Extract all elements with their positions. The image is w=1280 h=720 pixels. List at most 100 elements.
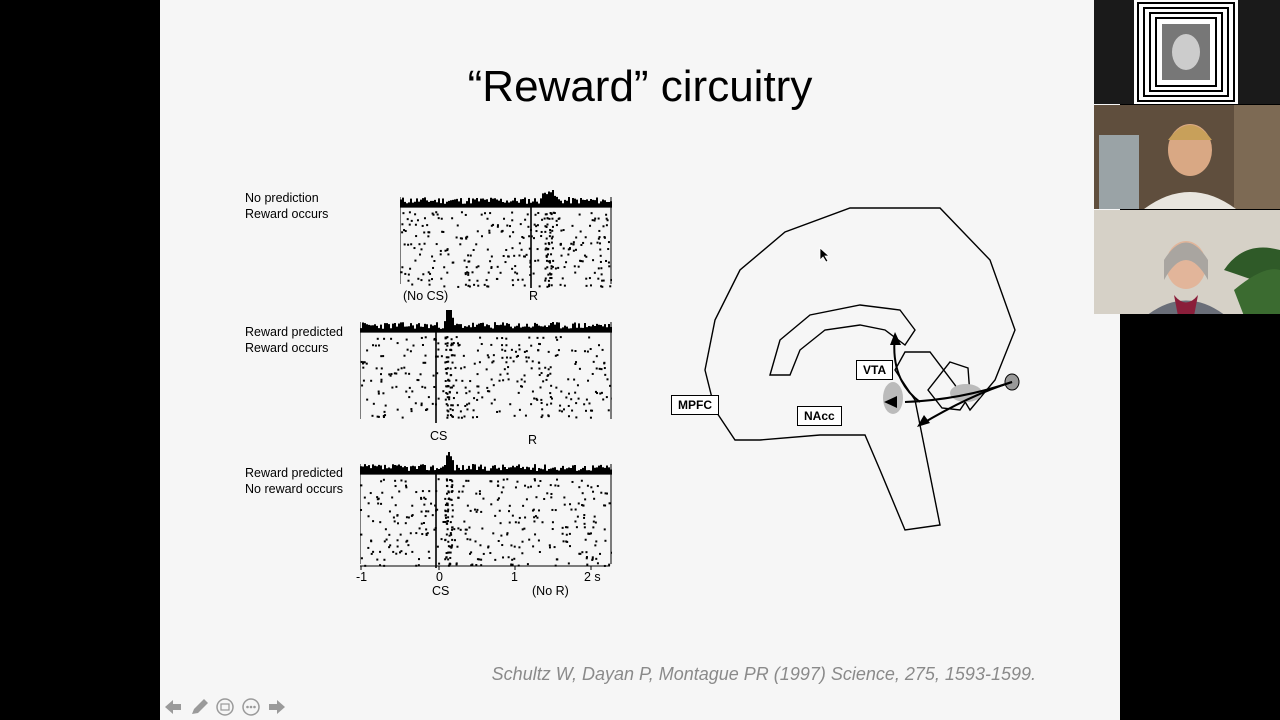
- spike-dot: [451, 509, 454, 512]
- spike-dot: [401, 266, 404, 269]
- spike-dot: [457, 527, 460, 530]
- pen-icon[interactable]: [188, 697, 210, 717]
- spike-dot: [421, 224, 424, 227]
- arrow-right-icon[interactable]: [266, 697, 288, 717]
- spike-dot: [420, 522, 423, 525]
- spike-dot: [516, 480, 519, 483]
- spike-dot: [550, 267, 553, 270]
- spike-dot: [515, 355, 518, 358]
- spike-dot: [408, 223, 411, 226]
- spike-dot: [567, 562, 570, 565]
- spike-dot: [582, 241, 585, 244]
- spike-dot: [550, 384, 553, 387]
- spike-dot: [549, 396, 552, 399]
- spike-dot: [431, 278, 434, 281]
- spike-dot: [592, 520, 595, 523]
- spike-dot: [525, 356, 528, 359]
- spike-dot: [444, 497, 447, 500]
- spike-dot: [444, 336, 447, 339]
- more-icon[interactable]: [240, 697, 262, 717]
- spike-dot: [552, 211, 555, 214]
- spike-dot: [383, 337, 386, 340]
- video-tile-participant-2[interactable]: [1094, 105, 1280, 209]
- spike-dot: [476, 398, 479, 401]
- spike-dot: [424, 336, 427, 339]
- spike-dot: [563, 266, 566, 269]
- spike-dot: [517, 354, 520, 357]
- spike-dot: [585, 255, 588, 258]
- spike-dot: [546, 217, 549, 220]
- axis-tick-minus1: -1: [356, 570, 368, 584]
- spike-dot: [550, 237, 553, 240]
- spike-dot: [547, 368, 550, 371]
- spike-dot: [589, 532, 592, 535]
- spike-dot: [559, 242, 562, 245]
- spike-dot: [445, 372, 448, 375]
- spike-dot: [433, 386, 436, 389]
- spike-dot: [398, 551, 401, 554]
- spike-dot: [396, 408, 399, 411]
- arrowhead-mpfc: [884, 396, 897, 408]
- spike-dot: [428, 490, 431, 493]
- spike-dot: [445, 367, 448, 370]
- spike-dot: [461, 490, 464, 493]
- spike-dot: [492, 384, 495, 387]
- spike-dot: [557, 266, 560, 269]
- spike-dot: [496, 225, 499, 228]
- spike-dot: [476, 349, 479, 352]
- spike-dot: [599, 392, 602, 395]
- panel1-label-line1: No prediction: [245, 191, 319, 205]
- spike-dot: [378, 344, 381, 347]
- spike-dot: [532, 272, 535, 275]
- spike-dot: [451, 480, 454, 483]
- spike-dot: [591, 558, 594, 561]
- spike-dot: [447, 356, 450, 359]
- panel3-label-line1: Reward predicted: [245, 466, 343, 480]
- spike-dot: [486, 285, 489, 288]
- spike-dot: [490, 266, 493, 269]
- spike-dot: [555, 336, 558, 339]
- spike-dot: [459, 243, 462, 246]
- spike-dot: [494, 514, 497, 517]
- spike-dot: [544, 225, 547, 228]
- spike-dot: [476, 373, 479, 376]
- spike-dot: [447, 516, 450, 519]
- slide-title: “Reward” circuitry: [467, 62, 813, 111]
- spike-dot: [499, 522, 502, 525]
- spike-dot: [391, 496, 394, 499]
- spike-dot: [446, 520, 449, 523]
- spike-dot: [497, 540, 500, 543]
- spike-dot: [464, 272, 467, 275]
- spike-dot: [467, 284, 470, 287]
- spike-dot: [596, 241, 599, 244]
- video-tile-participant-3[interactable]: [1094, 210, 1280, 314]
- slides-icon[interactable]: [214, 697, 236, 717]
- arrow-left-icon[interactable]: [162, 697, 184, 717]
- spike-dot: [555, 386, 558, 389]
- spike-dot: [509, 403, 512, 406]
- axis-tick-0: 0: [436, 570, 443, 584]
- spike-dot: [408, 396, 411, 399]
- spike-dot: [506, 478, 509, 481]
- spike-dot: [501, 356, 504, 359]
- video-tile-participant-1[interactable]: [1094, 0, 1280, 104]
- spike-dot: [501, 337, 504, 340]
- spike-dot: [562, 540, 565, 543]
- spike-dot: [489, 552, 492, 555]
- spike-dot: [451, 486, 454, 489]
- spike-dot: [445, 385, 448, 388]
- spike-dot: [558, 409, 561, 412]
- spike-dot: [501, 344, 504, 347]
- spike-dot: [523, 380, 526, 383]
- spike-dot: [427, 235, 430, 238]
- spike-dot: [411, 504, 414, 507]
- spike-dot: [528, 538, 531, 541]
- spike-dot: [505, 356, 508, 359]
- spike-dot: [588, 336, 591, 339]
- spike-dot: [524, 484, 527, 487]
- spike-dot: [448, 551, 451, 554]
- spike-dot: [507, 366, 510, 369]
- spike-dot: [536, 224, 539, 227]
- spike-dot: [536, 516, 539, 519]
- spike-dot: [567, 392, 570, 395]
